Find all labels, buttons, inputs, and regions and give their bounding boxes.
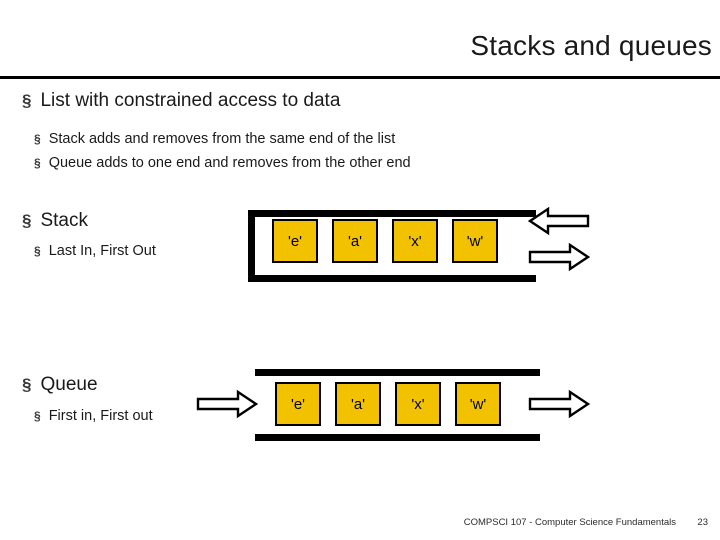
stack-rail-bottom <box>248 275 536 282</box>
queue-cell: 'e' <box>275 382 321 426</box>
stack-closed-end <box>248 210 255 282</box>
bullet-lifo: § Last In, First Out <box>34 243 156 259</box>
bullet-marker-icon: § <box>34 244 41 258</box>
bullet-marker-icon: § <box>22 375 32 394</box>
queue-cell: 'w' <box>455 382 501 426</box>
bullet-marker-icon: § <box>34 409 41 423</box>
bullet-text: Stack <box>40 210 88 231</box>
queue-cell: 'x' <box>395 382 441 426</box>
bullet-text: List with constrained access to data <box>40 90 341 111</box>
bullet-marker-icon: § <box>34 132 41 146</box>
bullet-text: Queue <box>40 374 98 395</box>
arrow-right-in-icon <box>196 389 258 419</box>
stack-cell: 'a' <box>332 219 378 263</box>
footer-course: COMPSCI 107 - Computer Science Fundament… <box>463 517 676 528</box>
arrow-right-icon <box>528 242 590 272</box>
bullet-text: Stack adds and removes from the same end… <box>48 131 396 147</box>
bullet-text: First in, First out <box>48 408 153 424</box>
page-title: Stacks and queues <box>470 30 712 61</box>
footer-page-number: 23 <box>697 517 708 528</box>
queue-rail-bottom <box>255 434 540 441</box>
bullet-marker-icon: § <box>22 91 32 110</box>
bullet-queue-desc: § Queue adds to one end and removes from … <box>34 155 411 171</box>
bullet-fifo: § First in, First out <box>34 408 153 424</box>
stack-cell: 'w' <box>452 219 498 263</box>
bullet-queue-heading: § Queue <box>22 374 98 396</box>
stack-cell: 'e' <box>272 219 318 263</box>
bullet-text: Last In, First Out <box>48 243 156 259</box>
bullet-list-access: § List with constrained access to data <box>22 90 340 112</box>
title-divider <box>0 76 720 79</box>
queue-rail-top <box>255 369 540 376</box>
bullet-stack-desc: § Stack adds and removes from the same en… <box>34 131 395 147</box>
bullet-text: Queue adds to one end and removes from t… <box>48 155 411 171</box>
stack-cell: 'x' <box>392 219 438 263</box>
queue-cell: 'a' <box>335 382 381 426</box>
arrow-right-out-icon <box>528 389 590 419</box>
bullet-stack-heading: § Stack <box>22 210 88 232</box>
arrow-left-icon <box>528 206 590 236</box>
bullet-marker-icon: § <box>22 211 32 230</box>
stack-rail-top <box>248 210 536 217</box>
bullet-marker-icon: § <box>34 156 41 170</box>
